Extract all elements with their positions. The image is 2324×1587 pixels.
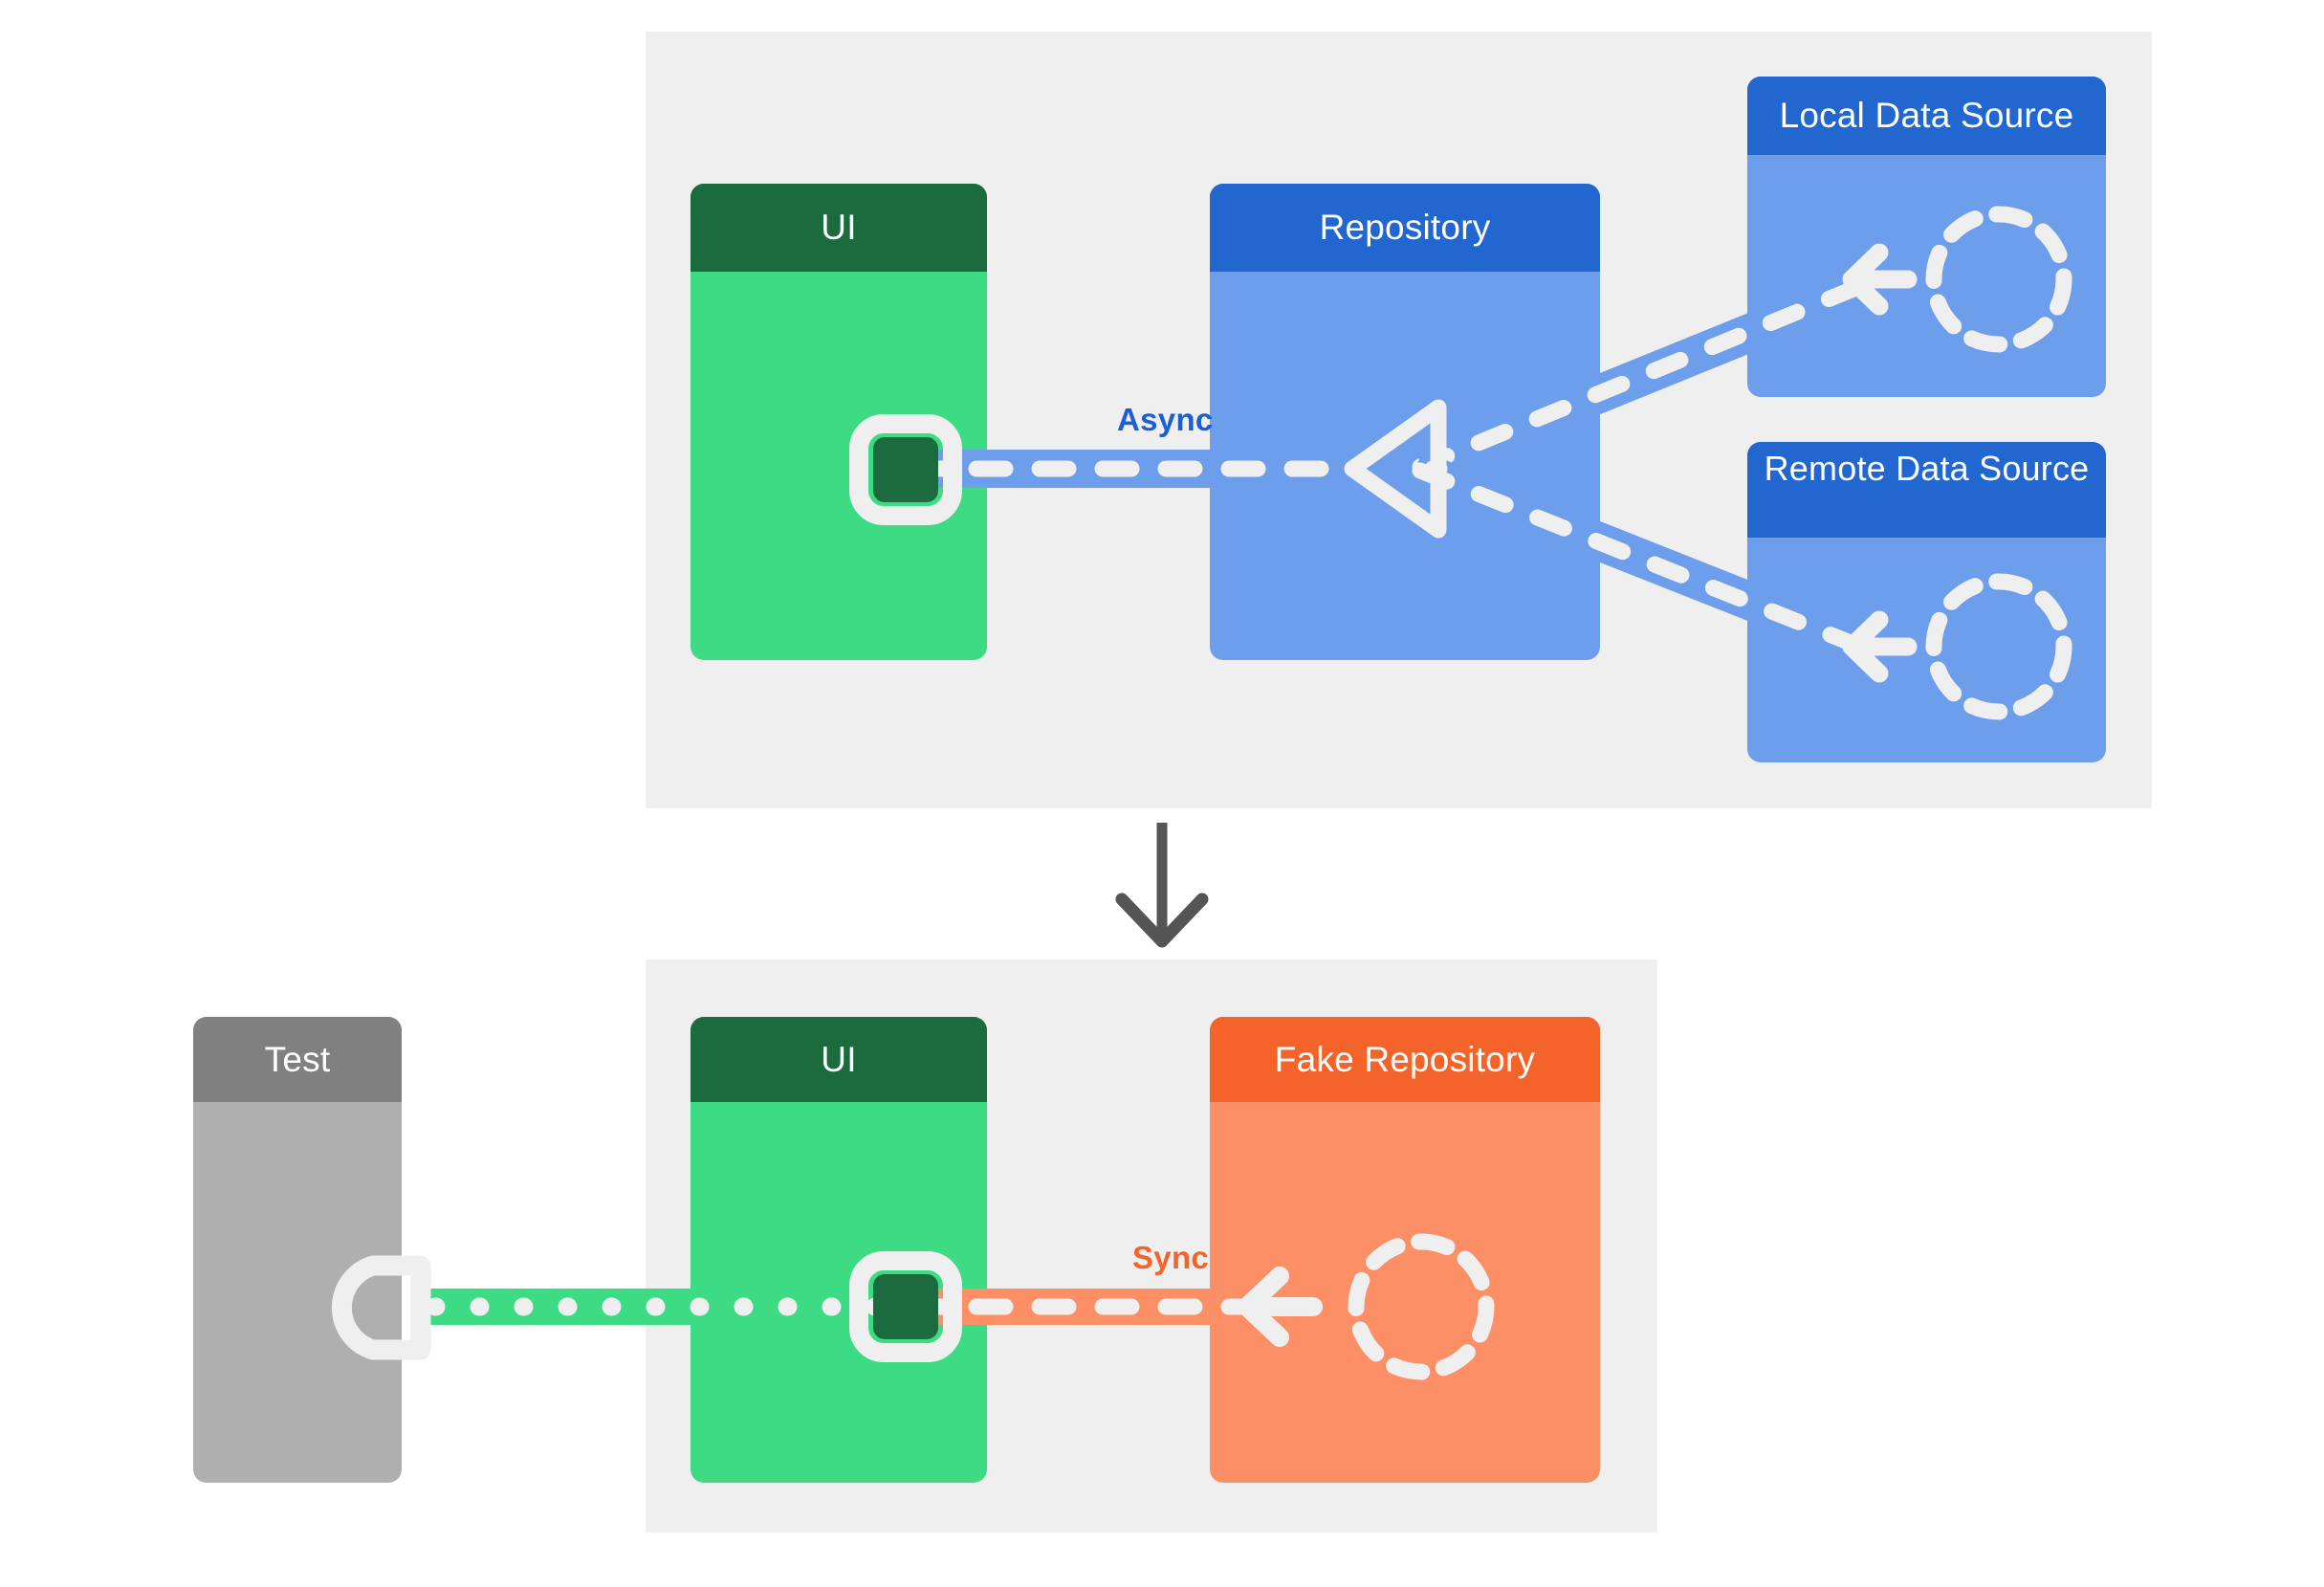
arrow-down-icon <box>1115 823 1209 948</box>
edge-label-sync: Sync <box>1132 1240 1210 1275</box>
node-test[interactable]: Test <box>193 1017 402 1483</box>
node-ui-title: UI <box>691 184 987 272</box>
node-remote-data-source-title: Remote Data Source <box>1747 442 2106 538</box>
node-fake-repository-title: Fake Repository <box>1210 1017 1600 1102</box>
node-repository-title: Repository <box>1210 184 1600 272</box>
node-ui-test[interactable]: UI <box>691 1017 987 1483</box>
node-local-data-source-title: Local Data Source <box>1747 77 2106 155</box>
node-remote-data-source[interactable]: Remote Data Source <box>1747 442 2106 762</box>
node-ui-test-title: UI <box>691 1017 987 1102</box>
node-test-title: Test <box>193 1017 402 1102</box>
node-repository[interactable]: Repository <box>1210 184 1600 660</box>
node-fake-repository[interactable]: Fake Repository <box>1210 1017 1600 1483</box>
node-local-data-source[interactable]: Local Data Source <box>1747 77 2106 397</box>
edge-label-async: Async <box>1117 402 1214 437</box>
node-ui[interactable]: UI <box>691 184 987 660</box>
